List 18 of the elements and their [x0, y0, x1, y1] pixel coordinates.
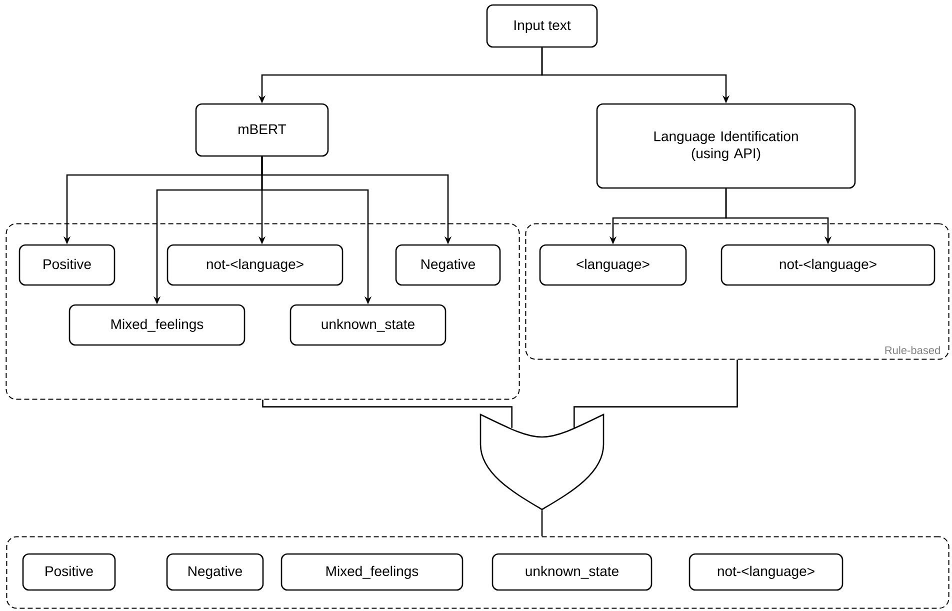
- process-box: not-<language>: [688, 553, 844, 591]
- process-box: Negative: [395, 244, 501, 286]
- process-box: Positive: [22, 553, 116, 591]
- process-box: unknown_state: [290, 304, 446, 346]
- dashed-group: [6, 223, 520, 400]
- process-box: Positive: [18, 244, 116, 286]
- process-box: <language>: [539, 244, 687, 286]
- process-box: mBERT: [195, 103, 329, 157]
- process-box: Input text: [486, 4, 598, 48]
- dashed-group: [6, 536, 950, 609]
- or-gate: [480, 414, 604, 510]
- process-box: not-<language>: [166, 244, 344, 286]
- process-box: Mixed_feelings: [68, 304, 246, 346]
- process-box: Mixed_feelings: [280, 553, 464, 591]
- process-box: unknown_state: [492, 553, 652, 591]
- process-box: not-<language>: [720, 244, 936, 286]
- process-box: Negative: [166, 553, 264, 591]
- process-box: Language Identification (using API): [596, 103, 856, 189]
